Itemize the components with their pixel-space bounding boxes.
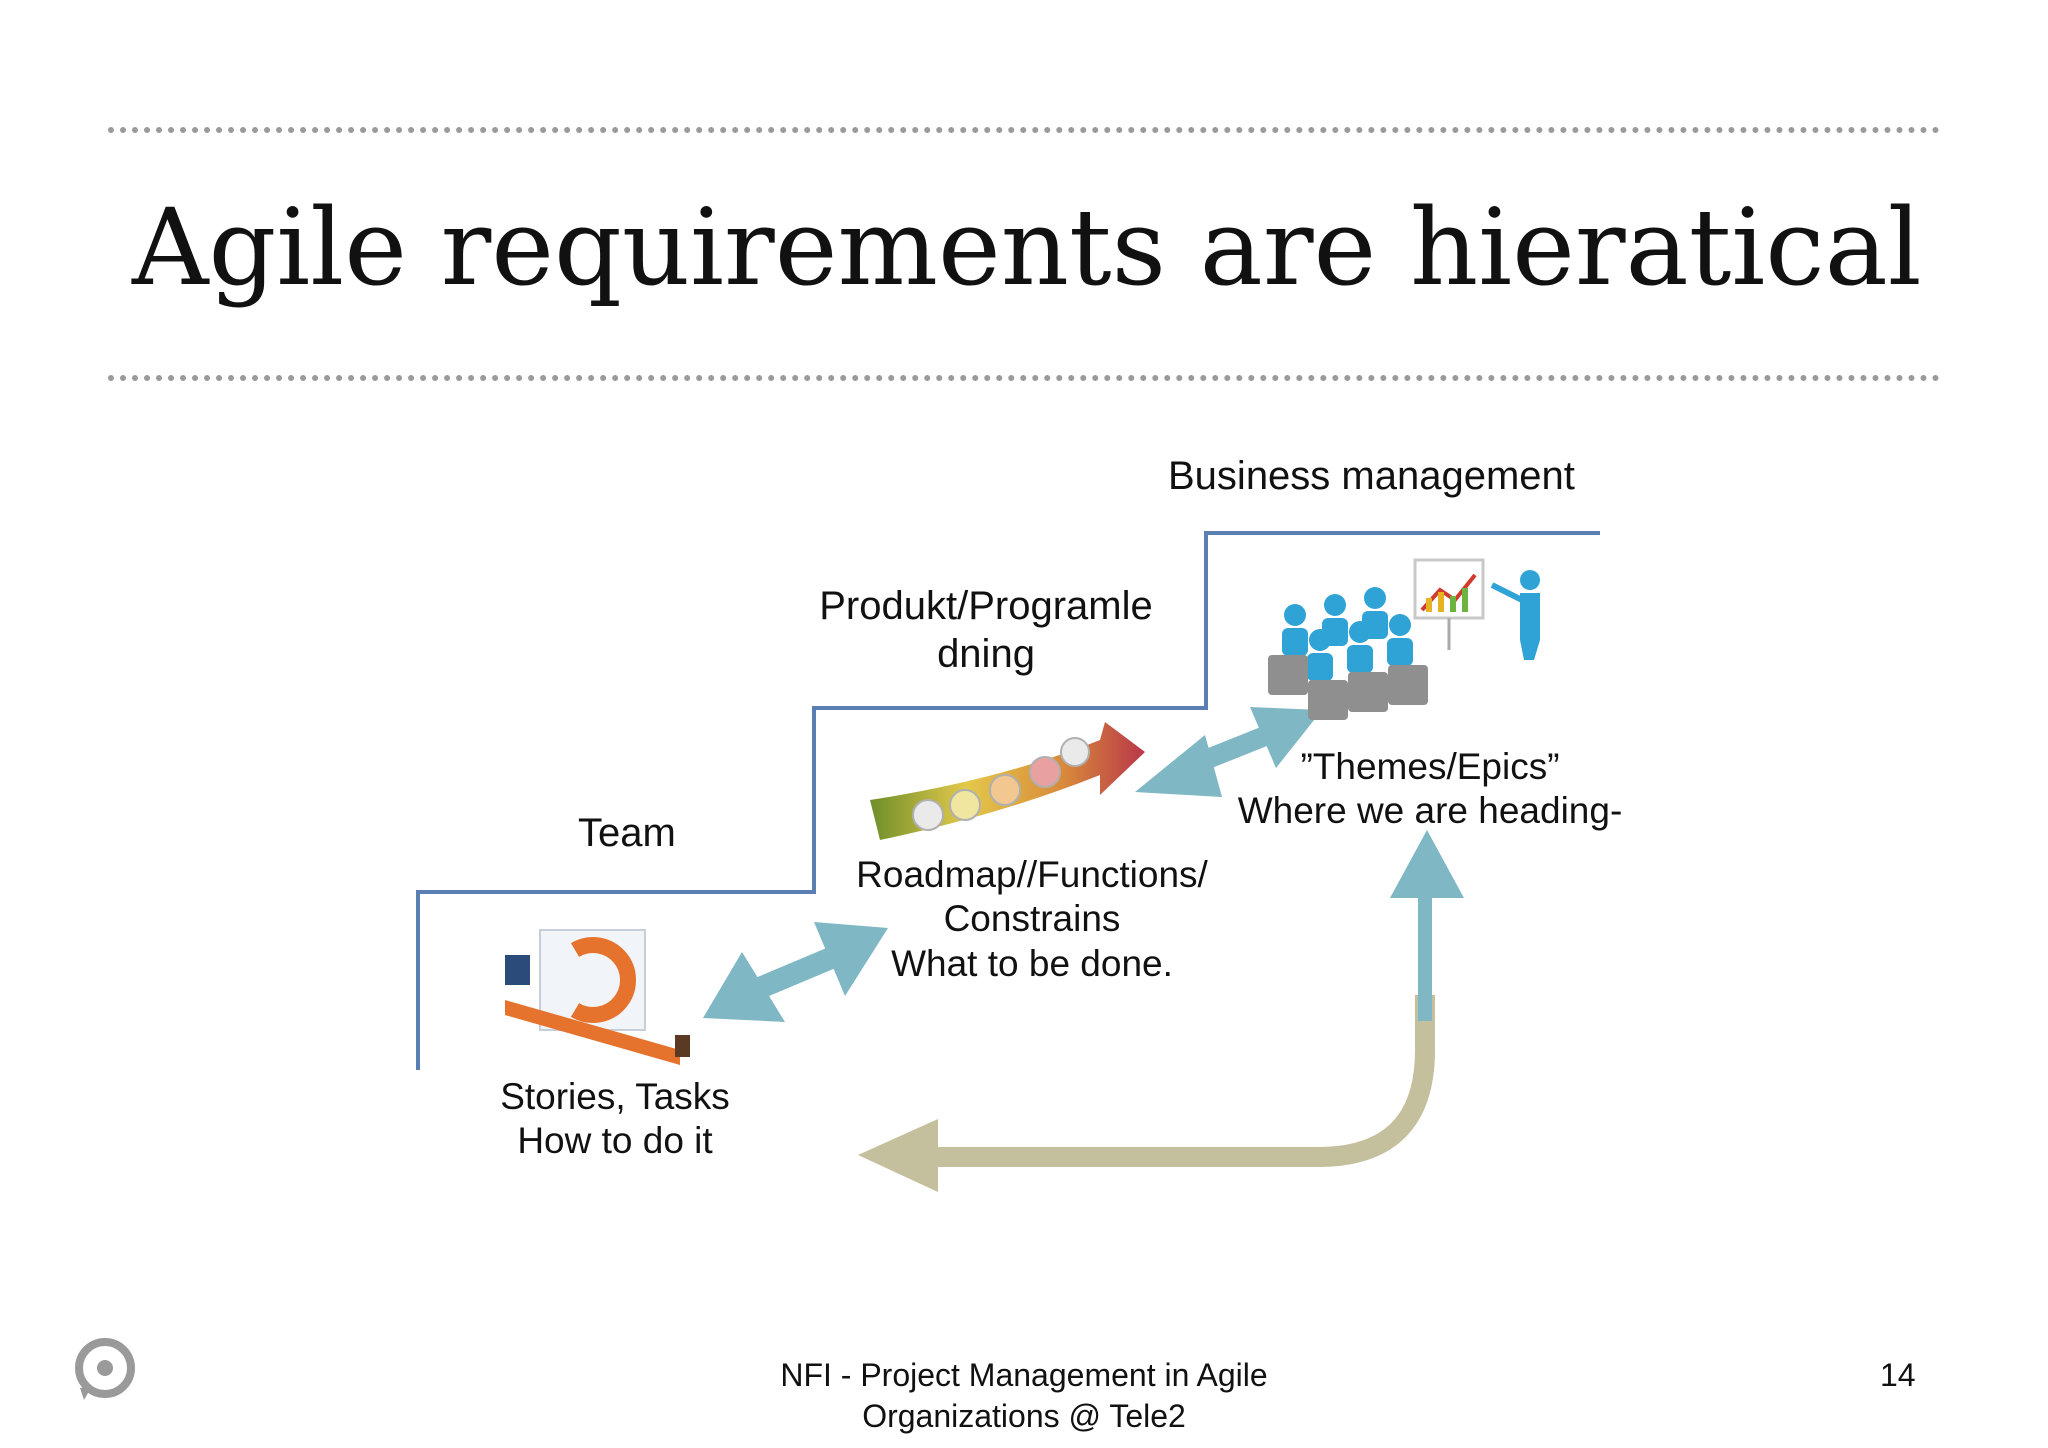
themes-epics-label: ”Themes/Epics” Where we are heading- bbox=[1230, 745, 1630, 834]
product-label-line1: Produkt/Programle bbox=[819, 584, 1153, 628]
roadmap-label-line1: Roadmap//Functions/ bbox=[856, 854, 1208, 895]
themes-label-line2: Where we are heading- bbox=[1237, 790, 1623, 832]
roadmap-functions-label: Roadmap//Functions/ Constrains What to b… bbox=[832, 853, 1232, 986]
page-number: 14 bbox=[1880, 1357, 1916, 1393]
stories-label-line2: How to do it bbox=[517, 1120, 713, 1162]
product-level-label: Produkt/Programle dning bbox=[806, 582, 1166, 678]
roadmap-stories-double-arrow bbox=[703, 922, 888, 1022]
stories-label-line1: Stories, Tasks bbox=[500, 1076, 730, 1117]
team-label: Team bbox=[578, 811, 676, 855]
viewer-logo-icon bbox=[75, 1338, 135, 1400]
footer-line1: NFI - Project Management in Agile bbox=[780, 1357, 1268, 1393]
roadmap-illustration bbox=[870, 722, 1145, 840]
hierarchy-step-line bbox=[416, 531, 1600, 1070]
footer-line2: Organizations @ Tele2 bbox=[862, 1397, 1186, 1434]
product-label-line2: dning bbox=[937, 632, 1035, 676]
feedback-loop-arrow bbox=[858, 830, 1464, 1192]
business-management-label: Business management bbox=[1168, 454, 1575, 498]
themes-roadmap-double-arrow bbox=[1135, 707, 1322, 797]
stories-workflow-illustration bbox=[505, 929, 690, 1065]
roadmap-label-line3: What to be done. bbox=[891, 942, 1173, 984]
bottom-dotted-divider bbox=[108, 375, 1940, 381]
top-dotted-divider bbox=[108, 127, 1940, 133]
business-meeting-illustration bbox=[1268, 558, 1540, 720]
slide-title: Agile requirements are hieratical bbox=[132, 186, 1922, 309]
roadmap-label-line2: Constrains bbox=[943, 898, 1121, 940]
footer-text: NFI - Project Management in Agile Organi… bbox=[724, 1355, 1324, 1437]
themes-label-line1: ”Themes/Epics” bbox=[1300, 746, 1560, 787]
stories-tasks-label: Stories, Tasks How to do it bbox=[465, 1075, 765, 1164]
